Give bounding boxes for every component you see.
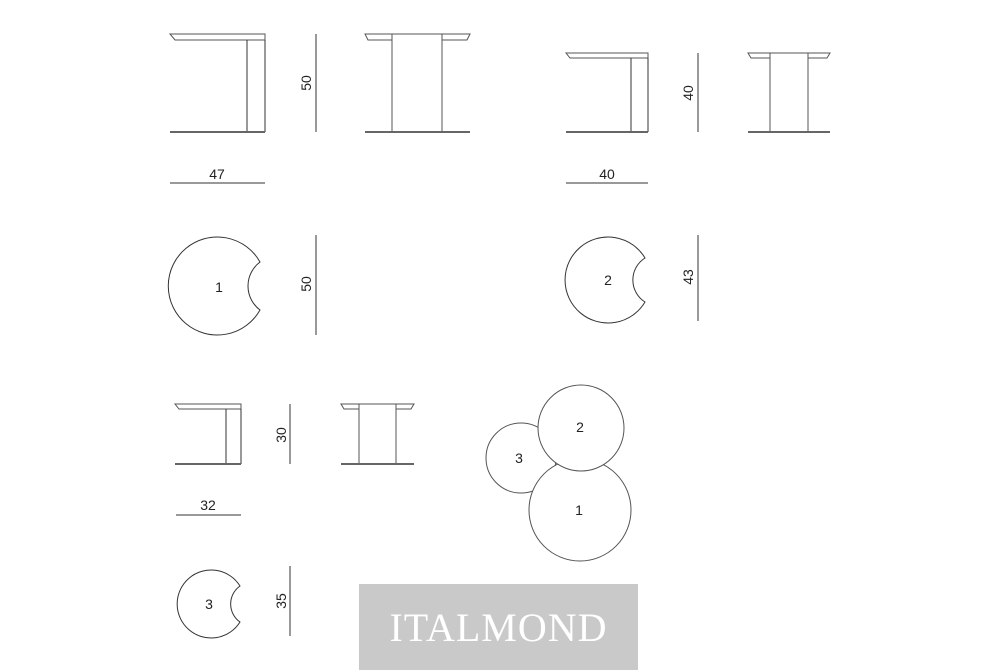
logo-text: ITALMOND — [389, 604, 608, 650]
table3-top-label: 3 — [205, 596, 213, 612]
table1-side-view — [168, 33, 266, 133]
table3-top-view — [176, 569, 241, 639]
table3-width-label: 32 — [200, 497, 216, 513]
group-table1-label: 1 — [575, 502, 583, 518]
table3-depth-label: 35 — [273, 593, 289, 609]
table2-side-view — [564, 52, 649, 133]
table1-front-view — [364, 33, 471, 133]
table1-height-label: 50 — [298, 75, 314, 91]
group-table2 — [537, 384, 625, 472]
table1-top-view — [167, 236, 261, 336]
table2-depth-label: 43 — [680, 269, 696, 285]
table3-side-view — [173, 403, 242, 465]
table2-height-label: 40 — [680, 85, 696, 101]
table2-width-label: 40 — [599, 166, 615, 182]
table3-height-label: 30 — [273, 427, 289, 443]
table1-top-label: 1 — [215, 279, 223, 295]
nested-tables-group: 3 1 2 — [485, 384, 632, 562]
italmond-logo: ITALMOND — [359, 584, 638, 670]
table2-front-view — [747, 52, 831, 133]
table1-depth-label: 50 — [298, 276, 314, 292]
table3-front-view — [340, 403, 415, 465]
table2-top-view — [564, 236, 646, 324]
table2-top-label: 2 — [604, 272, 612, 288]
table1-width-label: 47 — [209, 166, 225, 182]
group-table3-label: 3 — [515, 450, 523, 466]
group-table2-label: 2 — [576, 419, 584, 435]
